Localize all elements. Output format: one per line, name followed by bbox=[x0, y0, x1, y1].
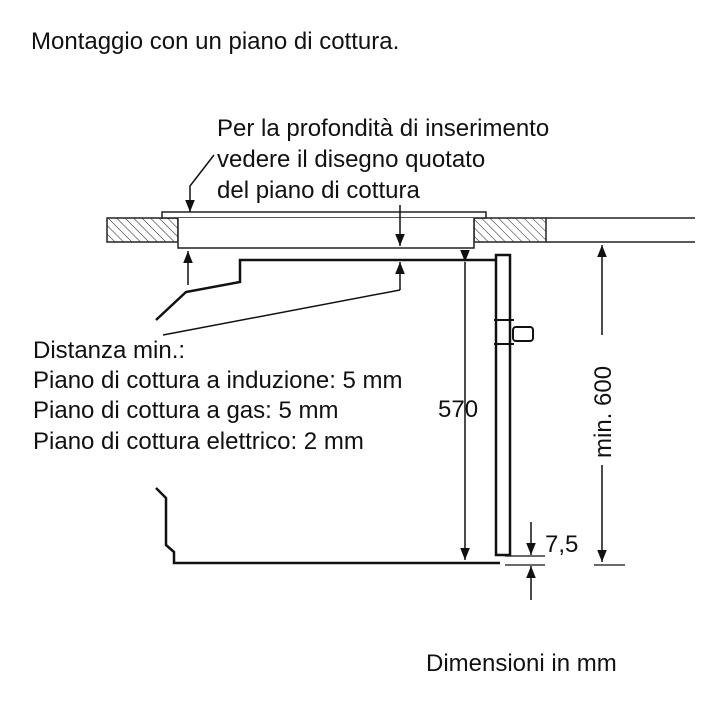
distance-leader bbox=[162, 289, 401, 336]
page-title: Montaggio con un piano di cottura. bbox=[31, 28, 400, 55]
oven-handle bbox=[512, 326, 534, 342]
distance-induction: Piano di cottura a induzione: 5 mm bbox=[33, 367, 403, 394]
oven-front bbox=[494, 253, 512, 557]
hob-body bbox=[177, 218, 475, 249]
distance-electric: Piano di cottura elettrico: 2 mm bbox=[33, 428, 364, 455]
distance-gas: Piano di cottura a gas: 5 mm bbox=[33, 397, 339, 424]
dim-600-label: min. 600 bbox=[590, 366, 617, 458]
worktop-right bbox=[473, 217, 547, 243]
note-line-2: vedere il disegno quotato bbox=[217, 146, 486, 173]
gap-label: 7,5 bbox=[545, 531, 578, 558]
oven-outline bbox=[155, 258, 502, 321]
note-line-3: del piano di cottura bbox=[217, 177, 420, 204]
dim-570-label: 570 bbox=[438, 396, 478, 423]
oven-bottom bbox=[155, 487, 500, 565]
units-caption: Dimensioni in mm bbox=[426, 650, 617, 677]
hob-glass bbox=[161, 211, 487, 219]
worktop-left bbox=[106, 217, 179, 243]
note-line-1: Per la profondità di inserimento bbox=[217, 115, 550, 142]
distance-heading: Distanza min.: bbox=[33, 337, 186, 364]
note-leader bbox=[185, 154, 215, 212]
